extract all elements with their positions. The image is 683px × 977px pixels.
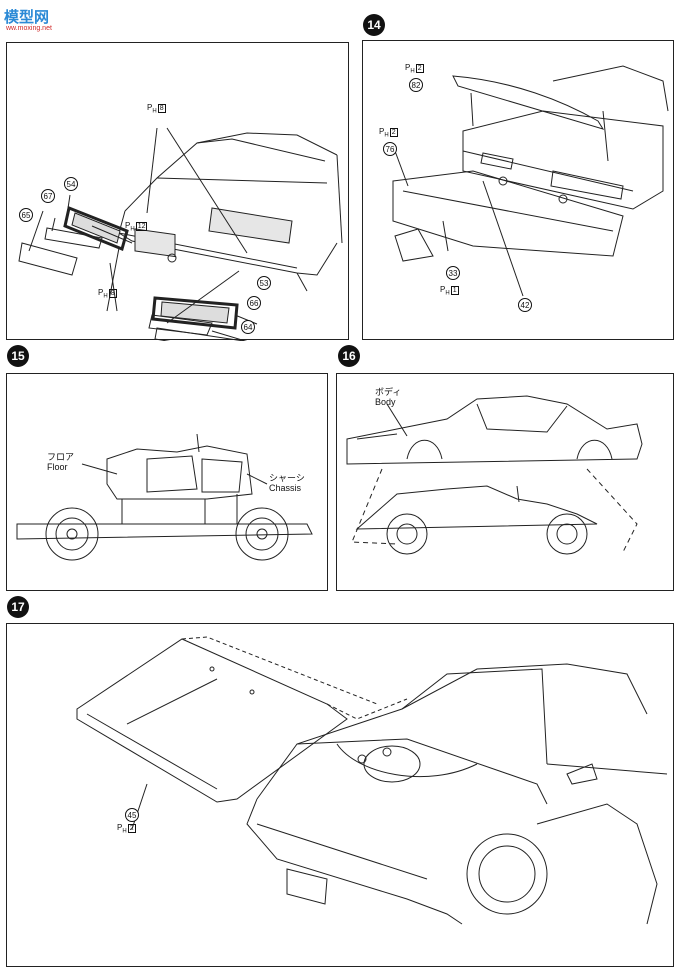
floor-label-jp: フロア	[47, 452, 75, 462]
body-label-jp: ボディ	[375, 387, 402, 397]
part-54: 54	[64, 177, 78, 191]
part-76: 76	[383, 142, 397, 156]
floor-label-en: Floor	[47, 462, 68, 472]
part-66: 66	[247, 296, 261, 310]
step-16-badge: 16	[338, 345, 360, 367]
part-42: 42	[518, 298, 532, 312]
part-64: 64	[241, 320, 255, 334]
step-15-badge: 15	[7, 345, 29, 367]
step-16-drawing	[346, 395, 643, 555]
watermark-url: ww.moxing.net	[6, 25, 52, 32]
part-67: 67	[41, 189, 55, 203]
rear-lights-drawing	[18, 127, 343, 341]
watermark-logo: 模型网	[4, 6, 49, 27]
part-33: 33	[446, 266, 460, 280]
step-14-badge: 14	[363, 14, 385, 36]
chassis-label-jp: シャーシ	[269, 473, 305, 483]
part-53: 53	[257, 276, 271, 290]
step-15-drawing	[16, 433, 313, 561]
panel-step-15: フロア Floor シャーシ Chassis	[6, 373, 328, 591]
panel-step-16: ボディ Body	[336, 373, 674, 591]
step-17-drawing	[76, 636, 668, 925]
part-82: 82	[409, 78, 423, 92]
step-17-badge: 17	[7, 596, 29, 618]
body-label-en: Body	[375, 397, 396, 407]
watermark-text: 模型网	[4, 8, 50, 26]
chassis-label-en: Chassis	[269, 483, 302, 493]
step-14-drawing	[392, 65, 669, 297]
part-65: 65	[19, 208, 33, 222]
part-45: 45	[125, 808, 139, 822]
